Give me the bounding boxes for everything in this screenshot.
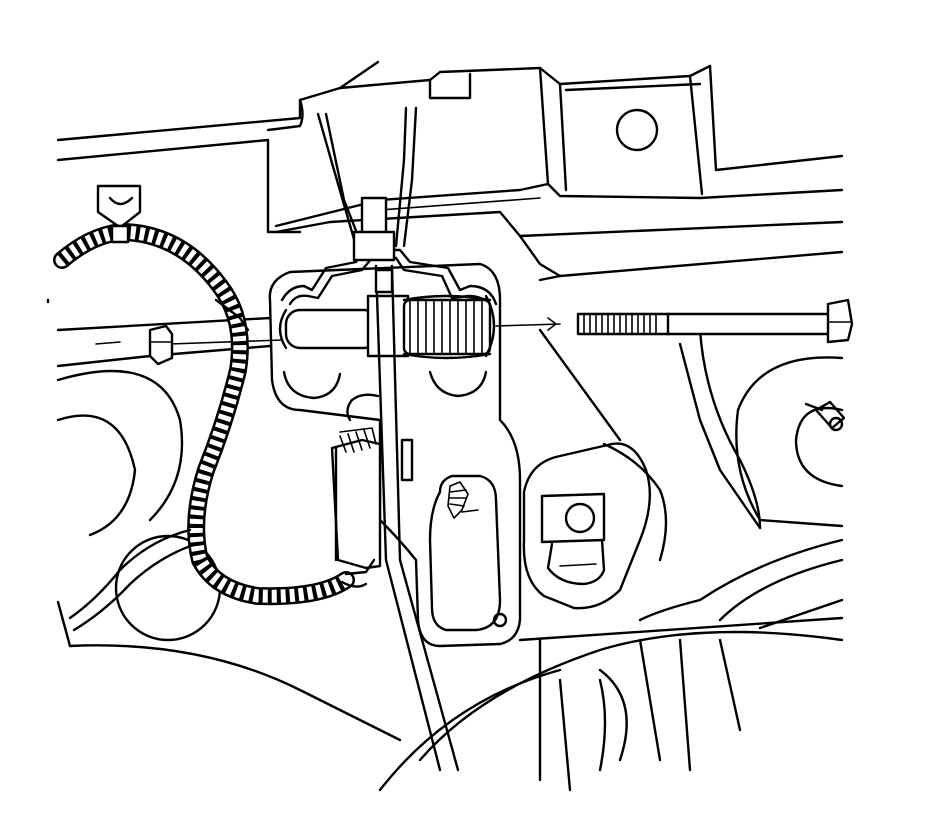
harness-clip-icon — [96, 184, 142, 244]
connector-icon — [330, 393, 414, 570]
bolt-shank — [666, 312, 832, 336]
right-stud — [804, 400, 846, 432]
latch-bushing — [522, 442, 668, 610]
clip-base — [352, 230, 396, 262]
wire-clip — [316, 106, 418, 262]
nut-icon — [148, 324, 174, 366]
lower-body-panel — [378, 616, 844, 792]
bushing-hole — [564, 502, 596, 534]
clip-block — [360, 196, 388, 238]
rod-centerline — [95, 341, 121, 345]
bracket-rivet — [492, 612, 508, 628]
panel-hole — [615, 108, 659, 152]
upper-body-panel — [56, 60, 844, 282]
left-inner-panel — [46, 298, 402, 742]
wiring-harness — [53, 222, 376, 632]
pivot-assembly — [169, 294, 561, 360]
actuating-rod — [374, 264, 460, 772]
bracket-screw-icon — [447, 481, 479, 519]
pivot-hub — [366, 294, 410, 358]
switch-tab — [400, 438, 414, 482]
bolt-head — [826, 298, 854, 344]
return-spring-icon — [402, 294, 492, 360]
rod-end — [374, 268, 394, 294]
mounting-bolt-icon — [547, 298, 854, 344]
pivot-sleeve — [284, 308, 380, 350]
